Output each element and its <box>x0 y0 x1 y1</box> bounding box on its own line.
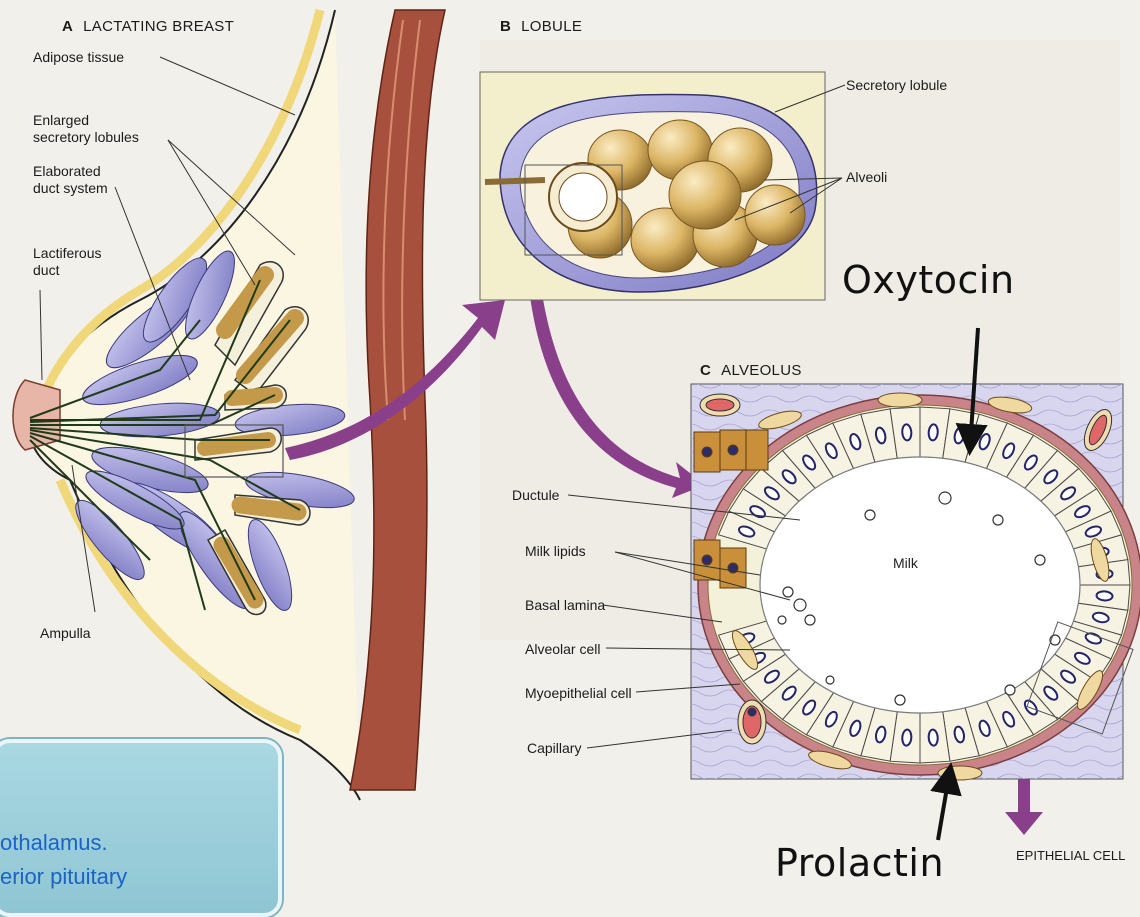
label-enlarged-line2: secretory lobules <box>33 129 139 146</box>
label-alveolar-cell: Alveolar cell <box>525 641 600 658</box>
label-adipose-tissue: Adipose tissue <box>33 49 124 66</box>
label-myoepithelial-cell: Myoepithelial cell <box>525 685 632 702</box>
label-basal-lamina: Basal lamina <box>525 597 605 614</box>
label-milk: Milk <box>893 555 918 571</box>
label-elaborated-line1: Elaborated <box>33 163 101 180</box>
label-elaborated-line2: duct system <box>33 180 108 197</box>
label-ampulla: Ampulla <box>40 625 91 642</box>
cell-nucleus <box>1096 591 1113 601</box>
label-milk-lipids: Milk lipids <box>525 543 586 560</box>
label-epithelial-cell: EPITHELIAL CELL <box>1016 847 1125 864</box>
label-capillary: Capillary <box>527 740 581 757</box>
prolactin-annotation: Prolactin <box>775 841 944 885</box>
label-secretory-lobule: Secretory lobule <box>846 77 947 94</box>
label-enlarged-line1: Enlarged <box>33 112 89 129</box>
cell-nucleus <box>902 729 912 746</box>
alveolus-illustration <box>691 384 1140 780</box>
label-ductule: Ductule <box>512 487 559 504</box>
callout-box <box>0 739 282 917</box>
label-lactiferous-line1: Lactiferous <box>33 245 101 262</box>
cell-nucleus <box>902 424 912 441</box>
oxytocin-annotation: Oxytocin <box>842 258 1015 302</box>
lobule-illustration <box>480 72 825 300</box>
cell-nucleus <box>928 729 938 746</box>
callout-line-2: erior pituitary <box>0 864 127 890</box>
label-lactiferous-line2: duct <box>33 262 59 279</box>
callout-line-1: othalamus. <box>0 830 108 856</box>
label-alveoli: Alveoli <box>846 169 887 186</box>
cell-nucleus <box>928 424 938 441</box>
